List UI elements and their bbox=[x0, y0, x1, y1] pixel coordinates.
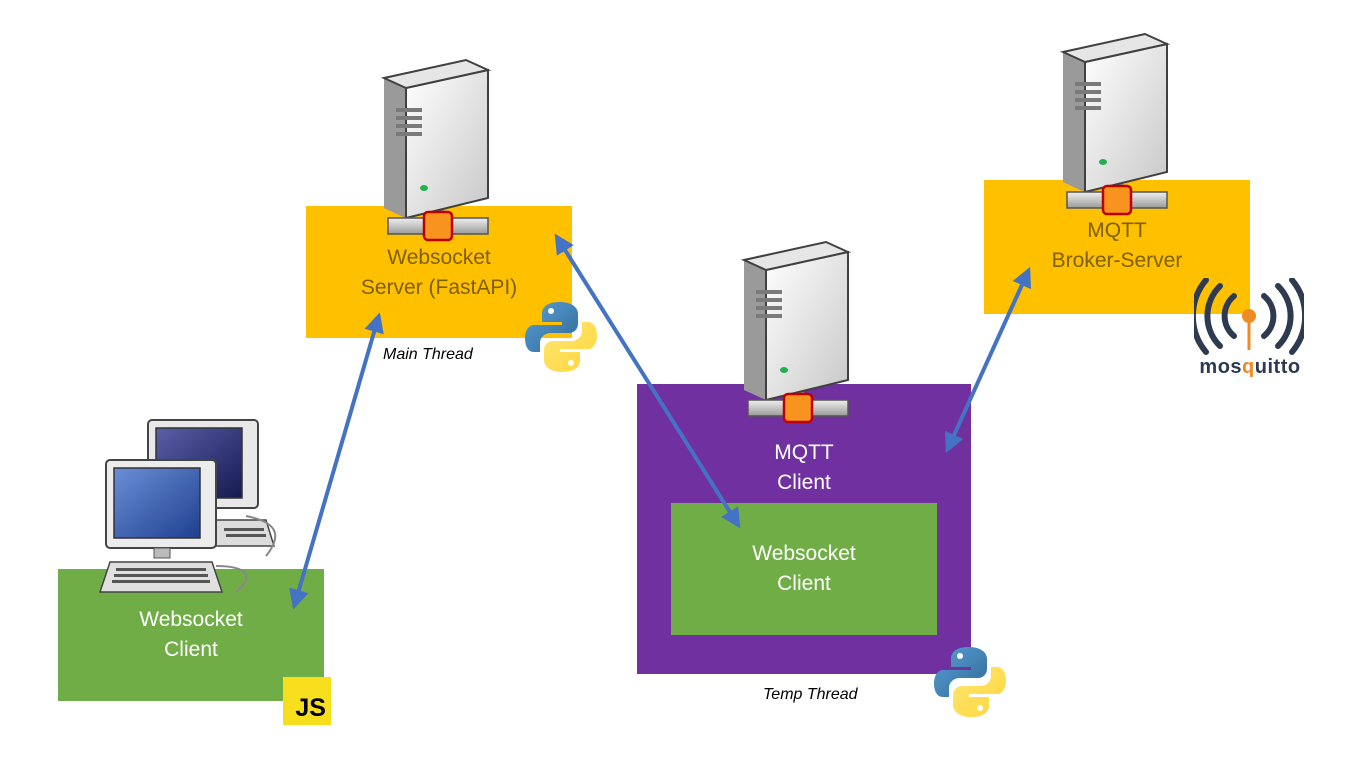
mosquitto-logo-icon bbox=[1194, 278, 1304, 355]
websocket-client-inner-label: Websocket Client bbox=[752, 542, 856, 595]
server-tower-icon bbox=[1059, 32, 1171, 216]
python-logo-icon bbox=[934, 647, 1006, 717]
websocket-client-js-label: Websocket Client bbox=[139, 608, 243, 661]
arrow-jsclient-to-wsserver bbox=[289, 312, 384, 610]
desktop-computer-icon bbox=[98, 419, 277, 593]
arrow-wsserver-to-inner-client bbox=[554, 233, 741, 529]
websocket-client-inner-node: Websocket Client bbox=[671, 503, 937, 635]
arrow-mqttclient-to-broker bbox=[945, 266, 1031, 454]
main-thread-caption: Main Thread bbox=[383, 346, 473, 363]
mqtt-broker-label: MQTT Broker-Server bbox=[1051, 219, 1183, 272]
temp-thread-caption: Temp Thread bbox=[763, 686, 858, 703]
mosquitto-wordmark: mosquitto bbox=[1199, 356, 1301, 378]
javascript-logo-icon: JS bbox=[283, 677, 331, 725]
mqtt-broker-node: MQTT Broker-Server bbox=[984, 180, 1250, 314]
websocket-server-label: Websocket Server (FastAPI) bbox=[360, 246, 518, 299]
server-tower-icon bbox=[740, 240, 852, 424]
mqtt-client-label: MQTT Client bbox=[774, 441, 834, 494]
server-tower-icon bbox=[380, 58, 492, 242]
